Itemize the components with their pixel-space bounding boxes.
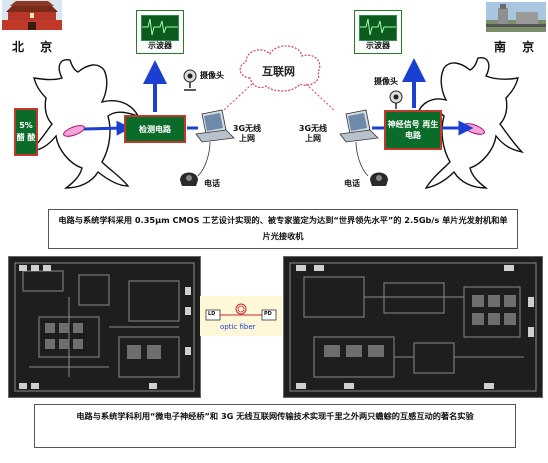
receiver-chip-photo: [283, 256, 543, 398]
right-oscilloscope: 示波器: [354, 10, 402, 54]
left-frog: [27, 59, 140, 189]
left-wireless-label: 3G无线 上网: [232, 124, 262, 143]
left-camera-label: 摄像头: [200, 71, 224, 80]
right-waveform-icon: [360, 18, 396, 36]
pd-label: PD: [264, 311, 272, 317]
right-phone-label: 电话: [344, 179, 360, 188]
left-oscilloscope: 示波器: [136, 10, 184, 54]
internet-cloud: [239, 45, 321, 92]
fiber-diagram: LD PD optic fiber: [200, 296, 282, 336]
right-scope-label: 示波器: [366, 41, 390, 50]
top-diagram: 北 京 南 京: [0, 0, 548, 205]
caption-bottom: 电路与系统学科利用“微电子神经桥”和 3G 无线互联网传输技术实现千里之外两只蟾…: [34, 404, 516, 448]
left-scope-label: 示波器: [148, 41, 172, 50]
right-scope-screen: [359, 15, 397, 41]
left-phone-icon: [180, 172, 198, 186]
left-phone-label: 电话: [204, 179, 220, 188]
left-laptop-icon: [195, 109, 235, 143]
receiver-chip-layout: [284, 257, 542, 397]
left-nerve: [63, 125, 85, 137]
left-city-label: 北 京: [12, 40, 59, 54]
tiananmen-image: [2, 0, 62, 30]
transmitter-chip-photo: [8, 256, 201, 398]
right-camera-icon: [389, 90, 403, 112]
internet-label: 互联网: [262, 65, 295, 78]
ld-label: LD: [208, 311, 216, 317]
right-city-label: 南 京: [494, 40, 541, 54]
right-wireless-label: 3G无线 上网: [298, 124, 328, 143]
left-scope-screen: [141, 15, 179, 41]
left-camera-icon: [183, 69, 197, 91]
regen-circuit-box: 神经信号 再生电路: [384, 110, 442, 150]
fiber-label: optic fiber: [220, 323, 256, 331]
diagram-graphics: [27, 45, 525, 189]
right-phone-icon: [370, 172, 388, 186]
detect-circuit-box: 检测电路: [124, 115, 186, 143]
acetic-acid-box: 5% 醋 酸: [14, 108, 38, 156]
left-waveform-icon: [142, 18, 178, 36]
caption-top: 电路与系统学科采用 0.35μm CMOS 工艺设计实现的、被专家鉴定为达到“世…: [48, 209, 518, 249]
transmitter-chip-layout: [9, 257, 200, 397]
nanjing-image: [486, 2, 546, 32]
fiber-graphic: [205, 303, 277, 321]
right-laptop-icon: [339, 109, 379, 143]
right-camera-label: 摄像头: [374, 77, 398, 86]
